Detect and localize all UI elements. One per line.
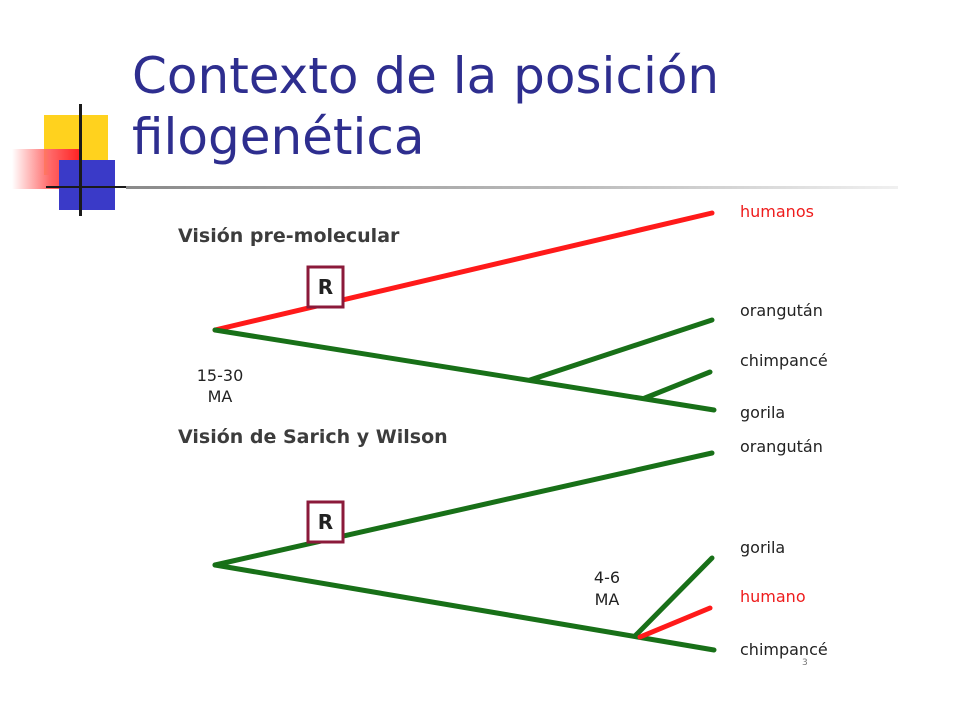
leaf-label-chimpanzee-lower: chimpancé (740, 640, 828, 659)
leaf-label-gorilla-lower: gorila (740, 538, 785, 557)
root-box-lower (306, 500, 345, 544)
slide-title-line1: Contexto de la posición (132, 47, 720, 105)
slide-title: Contexto de la posición filogenética (132, 46, 932, 168)
heading-sarich-wilson: Visión de Sarich y Wilson (178, 426, 448, 448)
divergence-time-lower-unit: MA (595, 590, 620, 609)
leaf-label-humano: humano (740, 587, 806, 606)
leaf-label-gorilla-upper: gorila (740, 403, 785, 422)
leaf-label-chimpanzee-upper: chimpancé (740, 351, 828, 370)
decor-blue-square (59, 160, 115, 210)
root-box-lower-label: R (318, 510, 333, 534)
leaf-label-humanos: humanos (740, 202, 814, 221)
divergence-time-upper-value: 15-30 (197, 366, 244, 385)
decor-vertical-line (79, 104, 82, 216)
title-underline (126, 186, 898, 189)
page-number: 3 (802, 658, 808, 668)
heading-pre-molecular: Visión pre-molecular (178, 225, 400, 247)
leaf-label-orangutan-upper: orangután (740, 301, 823, 320)
branch-chimpanzee (642, 369, 713, 401)
divergence-time-upper-unit: MA (208, 387, 233, 406)
branch-orangutan (527, 317, 715, 383)
branch-african-apes (212, 562, 717, 653)
leaf-label-orangutan-lower: orangután (740, 437, 823, 456)
tree-sarich-wilson: Visión de Sarich y Wilson R 4-6 MA orang… (178, 426, 828, 659)
branch-great-apes (212, 327, 717, 413)
branch-humans (212, 210, 715, 333)
root-box-upper-label: R (318, 275, 333, 299)
tree-pre-molecular: Visión pre-molecular R 15-30 MA humanos … (178, 202, 828, 422)
branch-gorilla (632, 555, 715, 639)
branch-human (637, 605, 713, 640)
slide-title-line2: filogenética (132, 108, 425, 166)
branch-orangutan-lower (212, 450, 715, 568)
root-box-upper (306, 265, 345, 309)
divergence-time-lower-value: 4-6 (594, 568, 620, 587)
decor-horizontal-line (46, 186, 126, 188)
